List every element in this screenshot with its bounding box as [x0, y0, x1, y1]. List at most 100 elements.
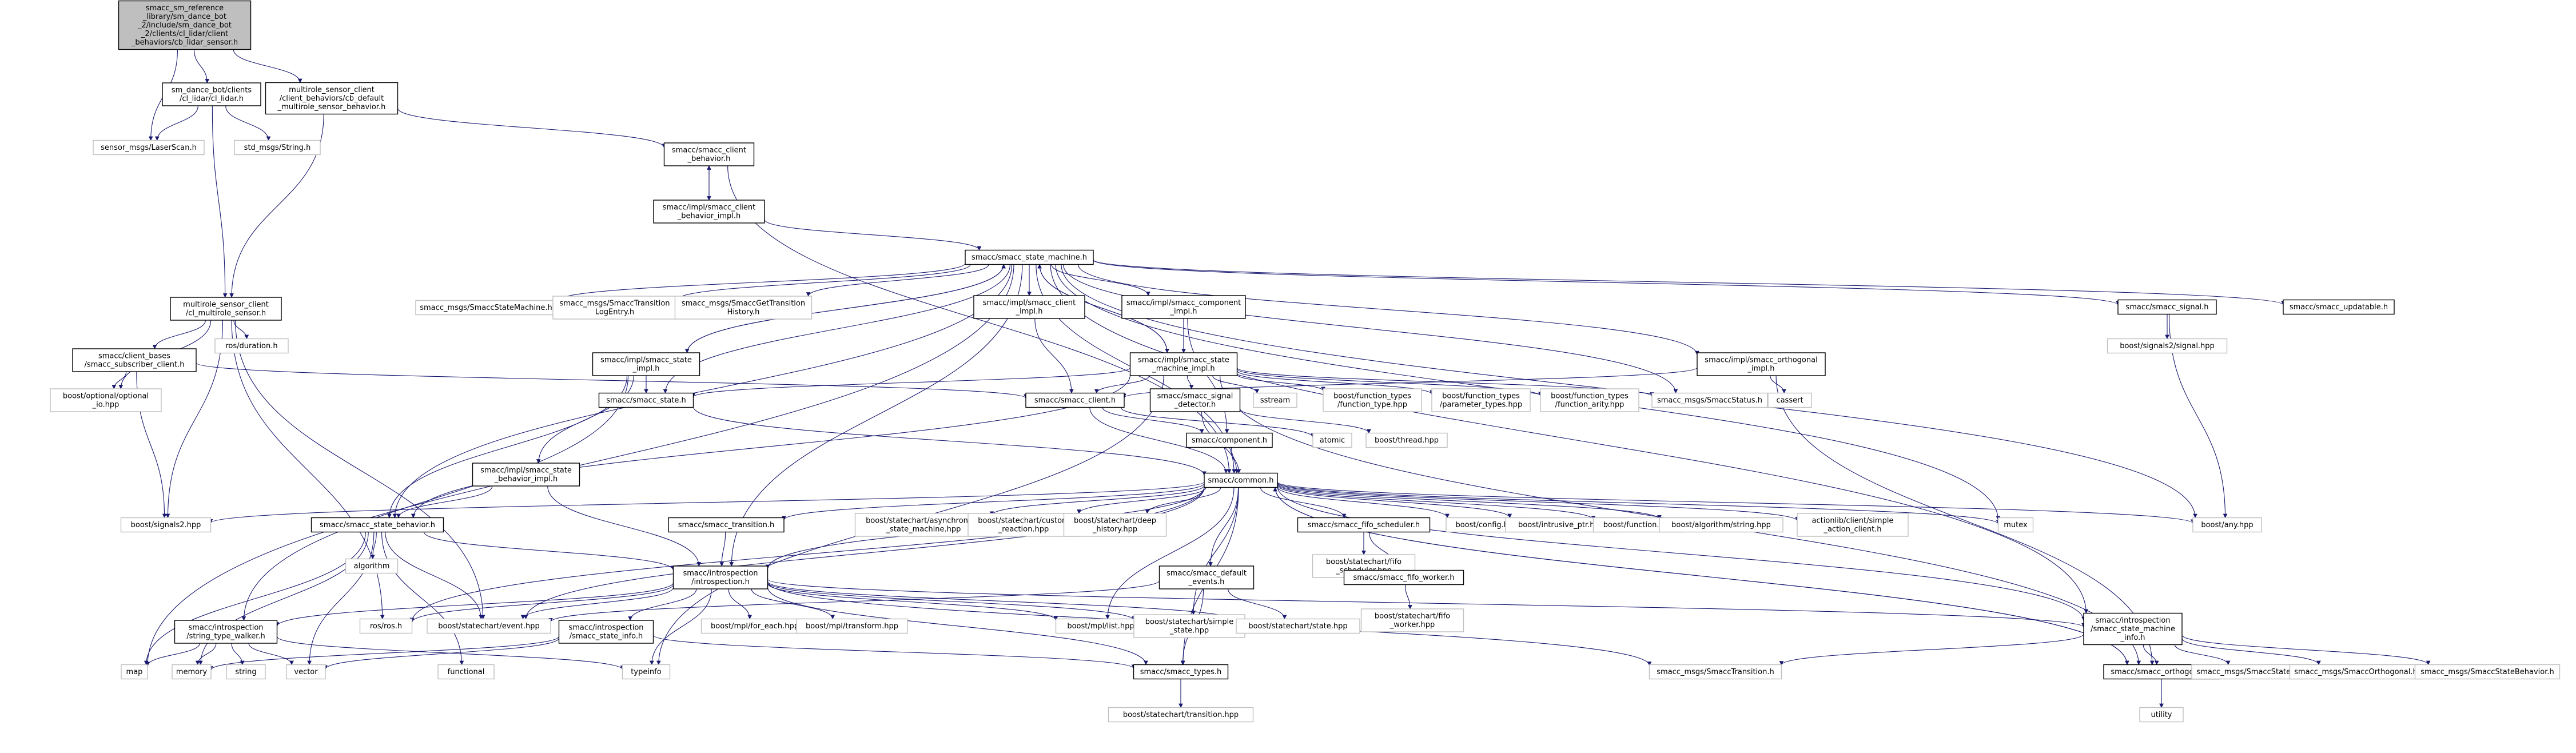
- node-state-machine-impl[interactable]: smacc/impl/smacc_state_machine_impl.h: [1129, 352, 1238, 376]
- node-label: _state_machine.hpp: [886, 525, 961, 534]
- node-smacc-component[interactable]: smacc/component.h: [1186, 432, 1273, 448]
- node-label: History.h: [727, 308, 760, 317]
- node-label: boost/statechart/state.hpp: [1248, 622, 1347, 631]
- node-mutex: mutex: [1997, 517, 2034, 533]
- node-label: smacc/impl/smacc_component: [1126, 299, 1241, 308]
- edge-state-machine-impl-to-signal-detector: [1187, 375, 1194, 389]
- node-smacc-updatable[interactable]: smacc/smacc_updatable.h: [2283, 299, 2395, 315]
- edge-cl-lidar-to-cl-multirole: [212, 105, 228, 298]
- edge-default-events-to-sc-event: [548, 580, 1160, 623]
- node-label: smacc/introspection: [188, 624, 263, 632]
- node-client-impl[interactable]: smacc/impl/smacc_client_impl.h: [973, 295, 1085, 319]
- node-smacc-client-behavior[interactable]: smacc/smacc_client_behavior.h: [663, 142, 755, 166]
- node-smacc-signal[interactable]: smacc/smacc_signal.h: [2117, 299, 2217, 315]
- edge-string-type-walker-to-string: [231, 643, 245, 666]
- node-box: [2414, 664, 2561, 680]
- node-box: [226, 664, 266, 680]
- edge-common-to-sm-info: [1277, 486, 2086, 621]
- node-label: boost/algorithm/string.hpp: [1671, 521, 1771, 529]
- edge-signal-detector-to-boost-thread: [1239, 408, 1371, 434]
- node-box: [1697, 352, 1826, 376]
- edge-state-info-to-smacc-types: [652, 635, 1136, 670]
- node-state-machine[interactable]: smacc/smacc_state_machine.h: [965, 249, 1094, 265]
- node-cl-lidar[interactable]: sm_dance_bot/clients/cl_lidar/cl_lidar.h: [162, 82, 261, 106]
- edge-state-info-to-vector: [323, 638, 560, 670]
- node-fifo-worker[interactable]: smacc/smacc_fifo_worker.h: [1343, 569, 1464, 585]
- node-label: smacc_msgs/SmaccTransition.h: [1657, 668, 1774, 676]
- edge-sm-info-to-msg-transition: [1779, 634, 2084, 666]
- node-box: [1431, 388, 1531, 412]
- node-label: boost/statechart/event.hpp: [438, 622, 539, 631]
- node-orthogonal-impl[interactable]: smacc/impl/smacc_orthogonal_impl.h: [1697, 352, 1826, 376]
- node-msg-statemachine: smacc_msgs/SmaccStateMachine.h: [415, 300, 557, 316]
- node-label: smacc/smacc_fifo_scheduler.h: [1308, 521, 1420, 529]
- node-mpl-transform: boost/mpl/transform.hpp: [796, 618, 908, 634]
- node-box: [234, 140, 321, 156]
- node-label: algorithm: [354, 562, 390, 571]
- node-label: /parameter_types.hpp: [1440, 401, 1522, 409]
- node-label: boost/config.hpp: [1455, 521, 1518, 529]
- node-signal-detector[interactable]: smacc/smacc_signal_detector.h: [1149, 388, 1241, 412]
- node-multirole-cb-default[interactable]: multirole_sensor_client/client_behaviors…: [265, 82, 399, 115]
- edge-introspection-to-sc-event: [520, 587, 674, 620]
- node-label: /smacc_subscriber_client.h: [85, 361, 185, 369]
- node-fifo-scheduler[interactable]: smacc/smacc_fifo_scheduler.h: [1297, 517, 1431, 533]
- node-root[interactable]: smacc_sm_reference_library/sm_dance_bot_…: [118, 0, 252, 50]
- node-label: smacc/smacc_updatable.h: [2290, 303, 2388, 312]
- node-smacc-types[interactable]: smacc/smacc_types.h: [1133, 664, 1229, 680]
- node-introspection[interactable]: smacc/introspection/introspection.h: [672, 565, 769, 589]
- node-label: smacc/smacc_transition.h: [678, 521, 775, 529]
- node-smacc-client[interactable]: smacc/smacc_client.h: [1025, 392, 1125, 408]
- node-ft-function-arity: boost/function_types/function_arity.hpp: [1540, 388, 1639, 412]
- edge-state-machine-to-smacc-signal: [1093, 260, 2120, 306]
- node-memory: memory: [172, 664, 212, 680]
- node-client-behavior-impl[interactable]: smacc/impl/smacc_client_behavior_impl.h: [653, 200, 765, 224]
- edge-common-to-fifo-scheduler: [1260, 487, 1347, 519]
- node-sc-state: boost/statechart/state.hpp: [1236, 618, 1360, 634]
- node-box: [1323, 388, 1422, 412]
- edge-introspection-to-state-info: [628, 588, 697, 621]
- node-cl-multirole[interactable]: multirole_sensor_client/cl_multirole_sen…: [170, 297, 282, 321]
- edge-state-machine-to-msg-status: [1062, 264, 1678, 394]
- node-smacc-state-behavior[interactable]: smacc/smacc_state_behavior.h: [310, 517, 444, 533]
- node-label: smacc/introspection: [568, 624, 643, 632]
- edge-common-to-boost-signals2: [208, 481, 1205, 524]
- edge-state-machine-impl-to-sstream: [1212, 375, 1260, 394]
- node-box: [214, 338, 289, 354]
- node-smacc-state[interactable]: smacc/smacc_state.h: [598, 392, 694, 408]
- node-string-type-walker[interactable]: smacc/introspection/string_type_walker.h: [174, 620, 278, 644]
- node-box: [2191, 664, 2303, 680]
- edge-smacc-client-to-common: [1089, 407, 1228, 474]
- edge-sm-info-to-msg-statebehavior: [2181, 634, 2431, 666]
- edge-common-to-intrusive-ptr: [1277, 485, 1512, 519]
- node-label: boost/statechart/fifo: [1326, 558, 1402, 567]
- node-boost-alg-string: boost/algorithm/string.hpp: [1659, 517, 1783, 533]
- node-common[interactable]: smacc/common.h: [1204, 472, 1278, 488]
- node-label: ros/ros.h: [370, 622, 402, 631]
- edge-state-machine-to-orthogonal-impl: [1078, 264, 1699, 356]
- node-box: [598, 392, 694, 408]
- edge-smacc-state-behavior-to-sc-event: [385, 532, 484, 620]
- node-state-impl[interactable]: smacc/impl/smacc_state_impl.h: [592, 352, 700, 376]
- node-label: smacc_msgs/SmaccStatus.h: [1657, 396, 1762, 405]
- node-default-events[interactable]: smacc/smacc_default_events.h: [1158, 565, 1255, 589]
- node-label: boost/optional/optional: [63, 392, 149, 401]
- node-sm-info[interactable]: smacc/introspection/smacc_state_machine_…: [2083, 612, 2183, 646]
- edge-client-bases-to-boost-optional: [112, 371, 127, 389]
- node-client-bases[interactable]: smacc/client_bases/smacc_subscriber_clie…: [72, 348, 197, 372]
- node-box: [2083, 612, 2183, 646]
- edge-state-machine-to-introspection: [729, 264, 1023, 567]
- node-smacc-transition[interactable]: smacc/smacc_transition.h: [668, 517, 785, 533]
- node-box: [118, 0, 252, 50]
- node-state-info[interactable]: smacc/introspection/smacc_state_info.h: [558, 620, 654, 644]
- node-laserscan: sensor_msgs/LaserScan.h: [93, 140, 205, 156]
- node-box: [50, 388, 162, 412]
- node-component-impl[interactable]: smacc/impl/smacc_component_impl.h: [1121, 295, 1246, 319]
- node-state-behavior-impl[interactable]: smacc/impl/smacc_state_behavior_impl.h: [472, 463, 580, 487]
- edge-state-impl-to-state-machine: [687, 264, 1006, 353]
- node-label: _worker.hpp: [1389, 621, 1435, 630]
- node-boost-signals2: boost/signals2.hpp: [120, 517, 212, 533]
- node-label: /smacc_state_machine: [2091, 625, 2175, 634]
- node-label: smacc/impl/smacc_state: [480, 467, 572, 475]
